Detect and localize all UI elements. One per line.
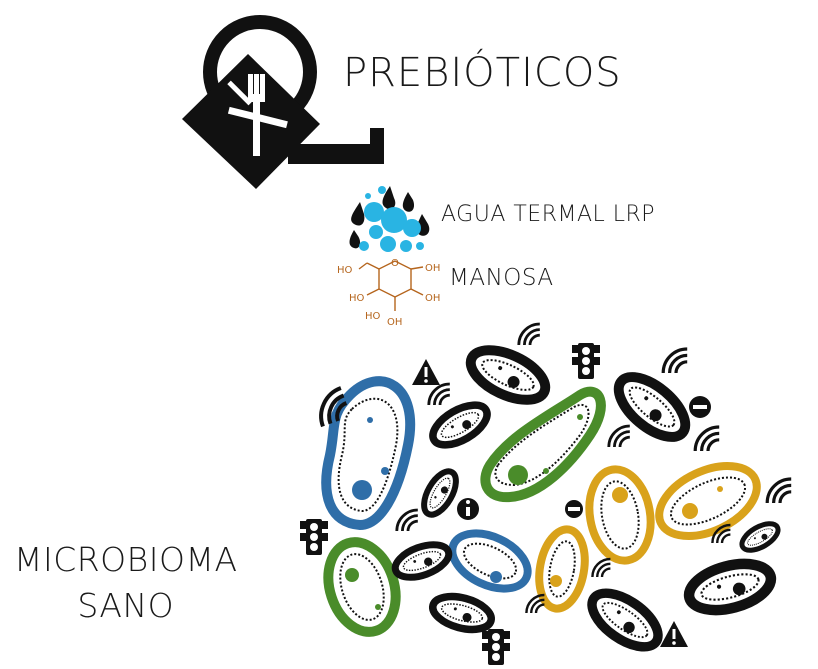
black-bacterium (684, 556, 776, 618)
yellow-bacterium (585, 465, 655, 565)
mannose-molecule: HO HO HO OH OH OH O (337, 258, 440, 328)
traffic-light-icon (300, 519, 328, 555)
black-bacterium (738, 518, 783, 555)
blue-bacterium-small (448, 529, 532, 593)
black-bacterium (391, 538, 453, 583)
watering-can-icon (182, 15, 384, 189)
traffic-light-icon (482, 629, 510, 665)
warning-icon (660, 621, 688, 647)
minus-icon (689, 396, 711, 418)
minus-icon (565, 500, 583, 518)
black-bacterium (418, 466, 463, 520)
water-drops-icon (349, 186, 430, 252)
molecule-group: HO (337, 265, 353, 276)
black-bacterium (609, 366, 696, 448)
wifi-signal-icon (693, 425, 721, 453)
wifi-signal-icon (395, 508, 420, 533)
wifi-signal-icon (661, 347, 689, 375)
molecule-group: OH (387, 317, 402, 328)
molecule-group: O (391, 258, 399, 269)
black-bacterium (429, 591, 495, 636)
info-icon (457, 498, 479, 520)
microbiome-label: MICROBIOMA SANO (14, 537, 238, 629)
yellow-bacterium (655, 462, 761, 540)
fork-knife-icon (227, 74, 288, 156)
molecule-group: OH (425, 293, 440, 304)
sugar-ingredient-label: MANOSA (449, 265, 554, 291)
black-bacterium (583, 583, 667, 658)
wifi-signal-icon (765, 477, 793, 505)
wifi-signal-icon (591, 557, 612, 579)
microbiome-label-line1: MICROBIOMA (14, 540, 238, 579)
page-title: PREBIÓTICOS (343, 50, 622, 96)
wifi-signal-icon (517, 322, 542, 347)
blue-bacterium-large (321, 376, 416, 531)
microbiome-illustration (300, 322, 793, 665)
green-bacterium-small (323, 537, 401, 637)
green-bacterium-large (480, 386, 606, 503)
warning-icon (412, 359, 440, 385)
molecule-group: HO (349, 293, 365, 304)
black-bacterium (463, 340, 552, 410)
molecule-group: HO (365, 311, 381, 322)
yellow-bacterium (535, 525, 589, 613)
wifi-signal-icon (427, 382, 452, 407)
black-bacterium (427, 397, 494, 453)
water-ingredient-label: AGUA TERMAL LRP (441, 202, 656, 227)
wifi-signal-icon (607, 424, 632, 449)
traffic-light-icon (572, 343, 600, 379)
microbiome-label-line2: SANO (77, 586, 175, 625)
molecule-group: OH (425, 263, 440, 274)
